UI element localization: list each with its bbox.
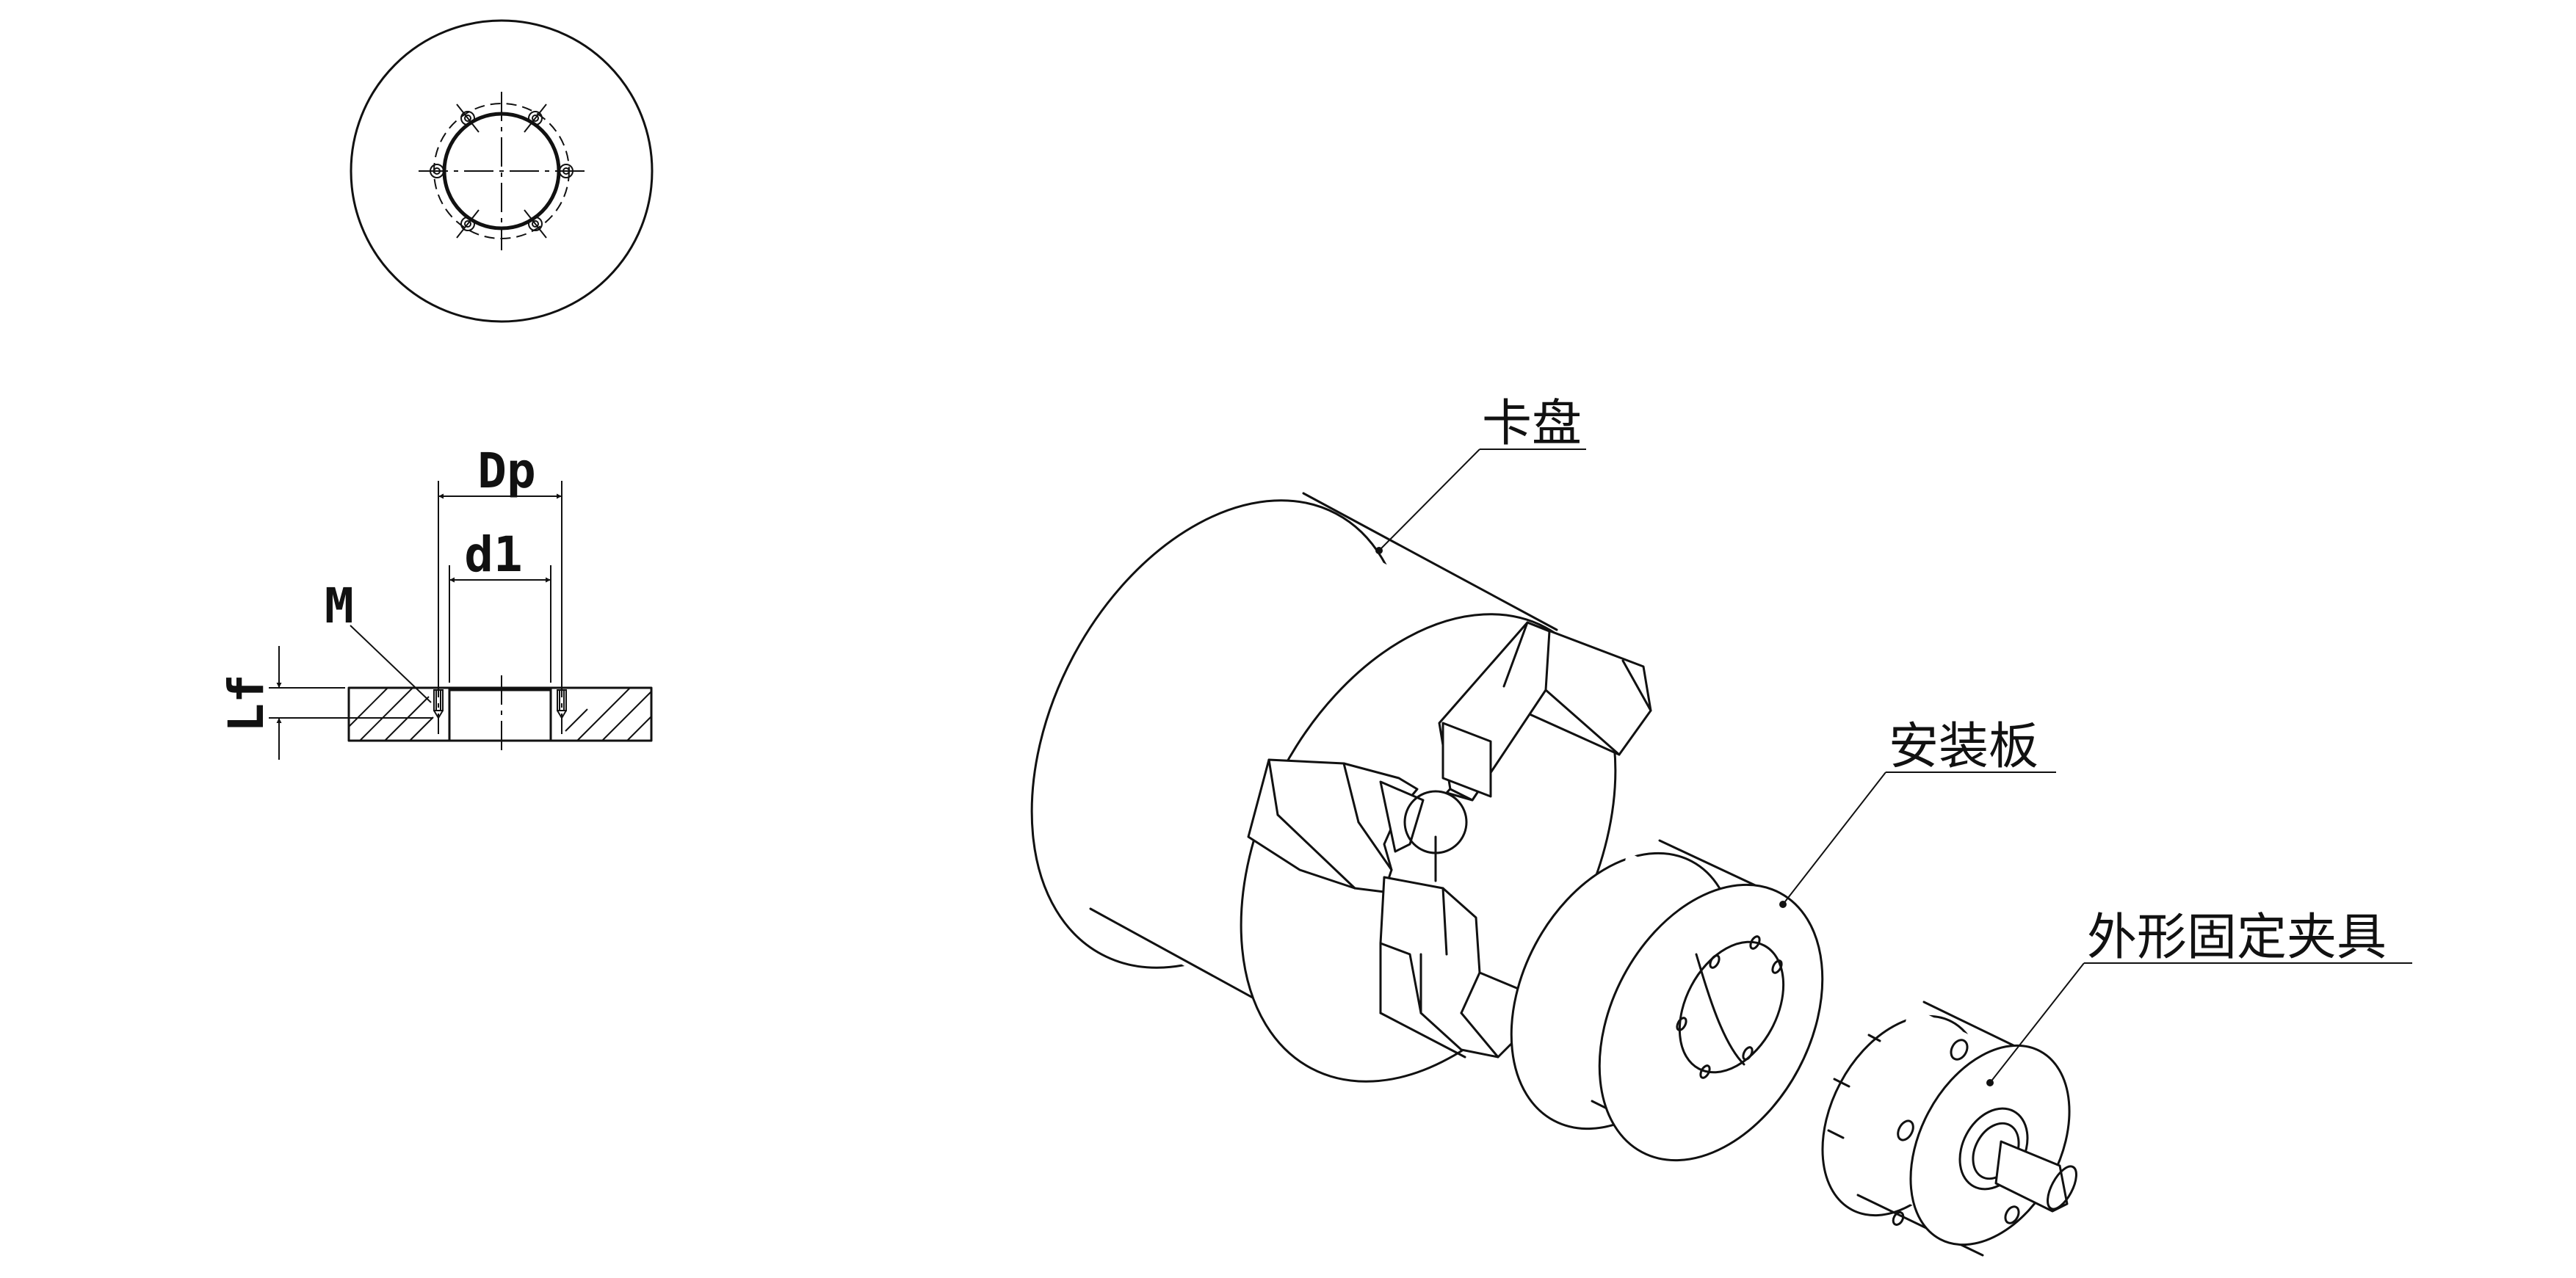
chuck-jaw-upper	[1438, 621, 1652, 802]
chuck-assembly	[1030, 492, 1652, 1083]
dimension-d1-label: d1	[464, 526, 522, 583]
section-outline	[347, 686, 653, 742]
plate-center-bore	[1678, 940, 1785, 1074]
chuck-jaw-left	[1247, 758, 1468, 893]
bolt-hole	[559, 164, 574, 178]
dimension-lf-label: Lf	[218, 674, 275, 732]
dimension-dp: Dp	[438, 443, 562, 683]
callout-mounting-plate: 安装板	[1779, 718, 2056, 908]
chuck-top-silhouette	[1302, 492, 1558, 631]
plate-bore-inner-edge	[1695, 953, 1745, 1066]
dimension-lf: Lf	[218, 646, 433, 760]
plate-holes	[1676, 935, 1783, 1079]
mounting-plate	[1510, 839, 1824, 1162]
top-view	[350, 19, 654, 323]
plate-front-face	[1598, 883, 1824, 1162]
callout-chuck: 卡盘	[1375, 395, 1586, 554]
top-view-outer-circle	[350, 19, 654, 323]
bolt-hole	[456, 104, 480, 133]
bolt-hole	[456, 209, 480, 239]
leader-m: M	[325, 578, 432, 703]
section-view: Dp d1 M Lf	[218, 443, 653, 760]
hatch-right	[565, 687, 652, 741]
callout-fixture-label: 外形固定夹具	[2087, 909, 2387, 967]
bolt-hole	[430, 164, 444, 178]
bolt-holes	[430, 104, 574, 239]
callout-chuck-label: 卡盘	[1482, 395, 1582, 453]
bolt-hole	[524, 104, 547, 133]
dimension-d1: d1	[449, 526, 551, 683]
dimension-m-label: M	[325, 578, 354, 634]
fixture-holes	[1892, 1039, 2020, 1226]
outer-fixture	[1821, 1001, 2077, 1257]
dimension-dp-label: Dp	[477, 443, 535, 499]
callout-mounting-plate-label: 安装板	[1889, 718, 2038, 776]
bolt-hole	[524, 209, 547, 239]
fixture-shaft-end	[2047, 1165, 2077, 1210]
fixture-pins	[1827, 1034, 1881, 1139]
hatch-left	[348, 687, 434, 741]
callout-fixture: 外形固定夹具	[1986, 909, 2412, 1086]
